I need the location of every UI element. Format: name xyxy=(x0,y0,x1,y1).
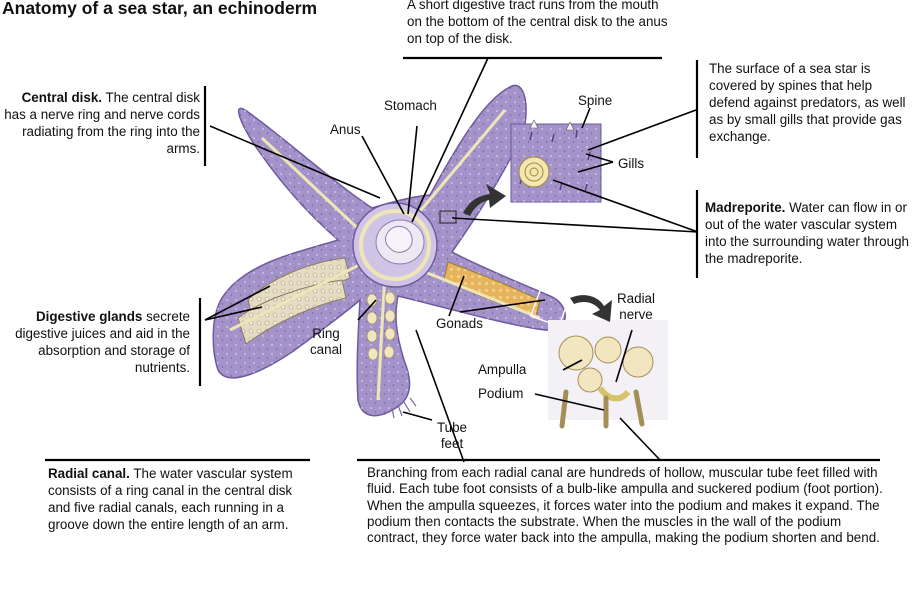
arrow-to-tube-feet-inset xyxy=(570,295,612,322)
callout-tube-feet: Branching from each radial canal are hun… xyxy=(367,465,883,546)
callout-digestive-tract: A short digestive tract runs from the mo… xyxy=(407,0,668,46)
surface-inset xyxy=(510,119,602,203)
madreporite-box xyxy=(439,210,457,224)
callout-central-disk-body: The central disk has a nerve ring and ne… xyxy=(4,90,200,156)
callout-digestive-glands-body: secrete digestive juices and aid in the … xyxy=(15,309,190,375)
leader-lines xyxy=(204,57,699,463)
central-disk-shape xyxy=(352,202,438,288)
label-podium: Podium xyxy=(478,386,524,401)
callout-central-disk-heading: Central disk. xyxy=(21,90,102,105)
callout-surface: The surface of a sea star is covered by … xyxy=(709,61,906,144)
callout-central-disk: Central disk. The central disk has a ner… xyxy=(3,89,200,157)
tube-feet-tip xyxy=(391,397,417,419)
callout-digestive-glands: Digestive glands secrete digestive juice… xyxy=(0,308,190,376)
label-ampulla: Ampulla xyxy=(478,362,527,377)
label-gonads: Gonads xyxy=(436,316,483,331)
label-anus: Anus xyxy=(330,122,361,137)
callout-digestive-glands-heading: Digestive glands xyxy=(35,309,143,324)
label-stomach: Stomach xyxy=(384,98,437,113)
callout-madreporite: Madreporite. Water can flow in or out of… xyxy=(705,199,921,267)
callout-madreporite-body: Water can flow in or out of the water va… xyxy=(705,200,909,266)
callout-radial-canal-body: The water vascular system consists of a … xyxy=(48,466,293,532)
label-ring-canal: Ring canal xyxy=(309,326,342,357)
ampullae-lower-arm xyxy=(366,291,396,361)
label-tube-feet: Tube feet xyxy=(436,420,468,451)
callout-radial-canal-heading: Radial canal. xyxy=(48,466,130,481)
callout-madreporite-heading: Madreporite. xyxy=(705,200,786,215)
tube-feet-inset xyxy=(548,320,668,429)
label-spine: Spine xyxy=(578,93,613,108)
arrow-to-surface-inset xyxy=(463,184,506,216)
page-title: Anatomy of a sea star, an echinoderm xyxy=(2,0,318,18)
label-gills: Gills xyxy=(618,156,645,171)
callout-radial-canal: Radial canal. The water vascular system … xyxy=(48,465,312,533)
label-radial-nerve: Radial nerve xyxy=(617,291,655,322)
callout-rules xyxy=(45,56,880,462)
